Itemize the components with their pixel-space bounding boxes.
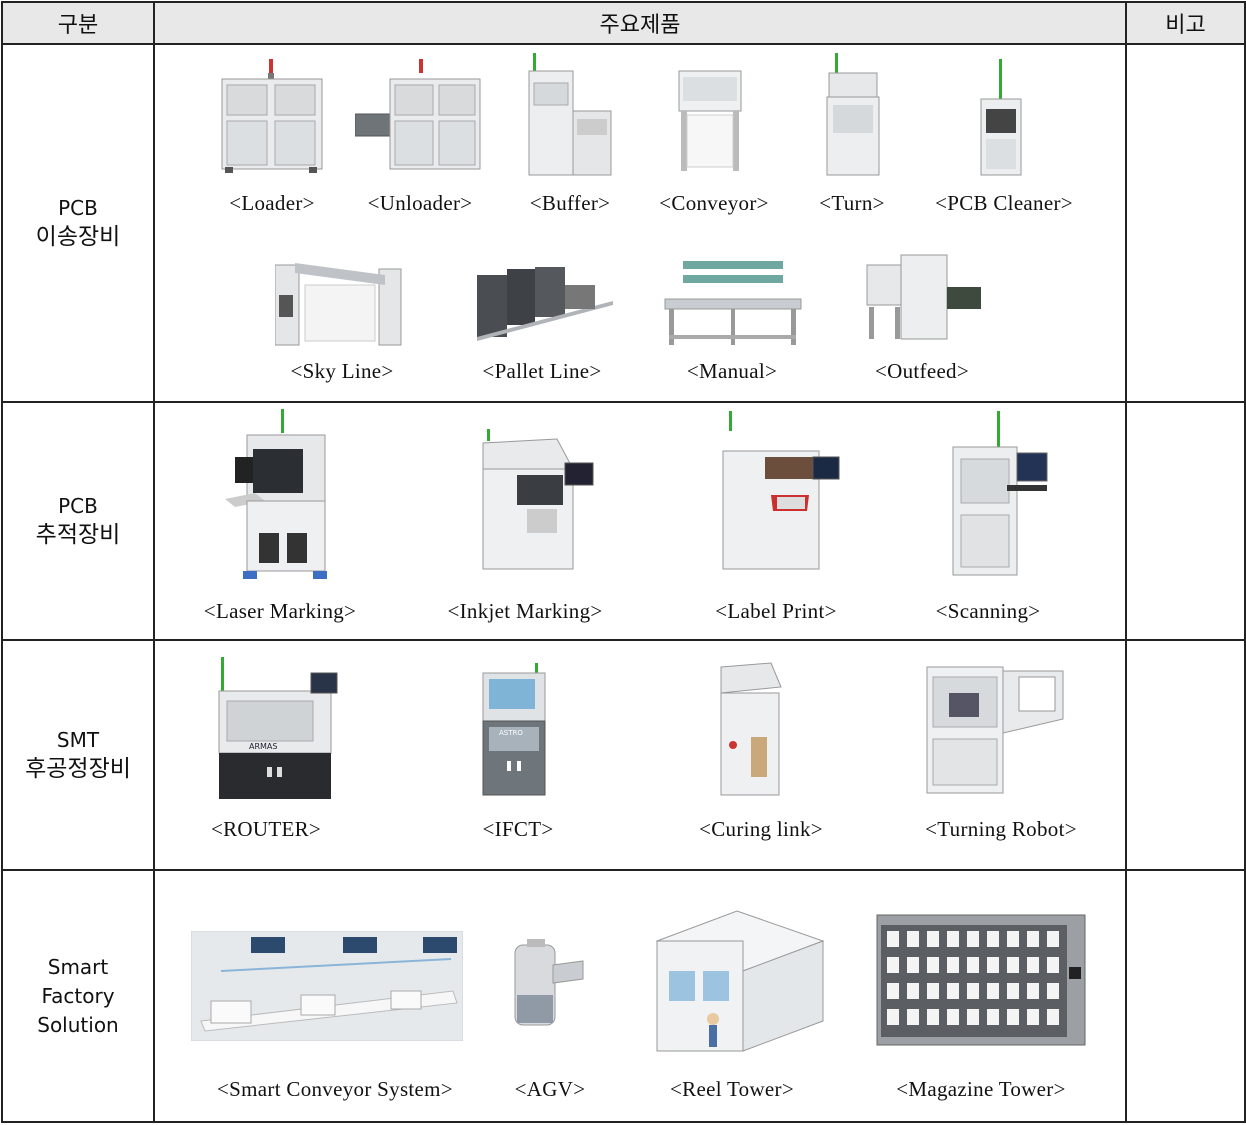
buffer-image	[525, 53, 615, 181]
outfeed-image	[865, 251, 983, 347]
category-smart-factory: Smart Factory Solution	[1, 869, 155, 1123]
label-label-print: <Label Print>	[715, 599, 837, 623]
label-reel-tower: <Reel Tower>	[670, 1077, 794, 1101]
label-print-image	[717, 411, 841, 579]
smart-conveyor-image	[191, 931, 463, 1041]
loader-image	[217, 59, 327, 179]
inkjet-marking-image	[477, 429, 597, 579]
products-pcb-tracking: <Laser Marking> <Inkjet Marking> <Label …	[153, 401, 1127, 641]
header-products: 주요제품	[153, 1, 1127, 45]
category-pcb-transport: PCB 이송장비	[1, 43, 155, 403]
label-turning-robot: <Turning Robot>	[925, 817, 1077, 841]
router-image: ARMAS	[215, 657, 345, 803]
label-magazine-tower: <Magazine Tower>	[896, 1077, 1066, 1101]
label-buffer: <Buffer>	[529, 191, 611, 215]
svg-text:ASTRO: ASTRO	[499, 729, 523, 737]
products-smart-factory: <Smart Conveyor System> <AGV> <Reel Towe…	[153, 869, 1127, 1123]
label-conveyor: <Conveyor>	[659, 191, 769, 215]
ifct-image: ASTRO	[477, 661, 553, 801]
label-inkjet-marking: <Inkjet Marking>	[447, 599, 603, 623]
reel-tower-image	[647, 901, 829, 1059]
category-smt-post: SMT 후공정장비	[1, 639, 155, 871]
conveyor-image	[675, 67, 745, 175]
category-pcb-tracking: PCB 추적장비	[1, 401, 155, 641]
label-scanning: <Scanning>	[935, 599, 1041, 623]
laser-marking-image	[225, 409, 335, 585]
unloader-image	[355, 59, 485, 179]
label-smart-conveyor: <Smart Conveyor System>	[217, 1077, 453, 1101]
products-pcb-transport: <Loader> <Unloader> <Buffer> <Conveyor> …	[153, 43, 1127, 403]
sky-line-image	[275, 255, 403, 351]
agv-image	[505, 935, 585, 1035]
label-ifct: <IFCT>	[482, 817, 554, 841]
turning-robot-image	[923, 663, 1093, 799]
remarks-pcb-tracking	[1125, 401, 1246, 641]
label-manual: <Manual>	[686, 359, 778, 383]
svg-text:ARMAS: ARMAS	[249, 742, 277, 751]
label-laser-marking: <Laser Marking>	[203, 599, 357, 623]
curing-link-image	[711, 657, 787, 799]
scanning-image	[947, 411, 1051, 579]
label-sky-line: <Sky Line>	[290, 359, 394, 383]
header-category: 구분	[1, 1, 155, 45]
pcb-cleaner-image	[971, 59, 1031, 181]
remarks-pcb-transport	[1125, 43, 1246, 403]
remarks-smart-factory	[1125, 869, 1246, 1123]
products-smt-post: ARMAS ASTRO	[153, 639, 1127, 871]
label-unloader: <Unloader>	[367, 191, 473, 215]
pallet-line-image	[477, 245, 613, 345]
label-curing-link: <Curing link>	[699, 817, 823, 841]
label-outfeed: <Outfeed>	[874, 359, 970, 383]
label-agv: <AGV>	[514, 1077, 586, 1101]
label-pallet-line: <Pallet Line>	[482, 359, 602, 383]
magazine-tower-image	[875, 911, 1087, 1051]
turn-image	[819, 53, 889, 181]
label-pcb-cleaner: <PCB Cleaner>	[935, 191, 1073, 215]
label-turn: <Turn>	[819, 191, 885, 215]
label-router: <ROUTER>	[210, 817, 322, 841]
label-loader: <Loader>	[229, 191, 315, 215]
manual-image	[661, 255, 805, 347]
remarks-smt-post	[1125, 639, 1246, 871]
header-remarks: 비고	[1125, 1, 1246, 45]
